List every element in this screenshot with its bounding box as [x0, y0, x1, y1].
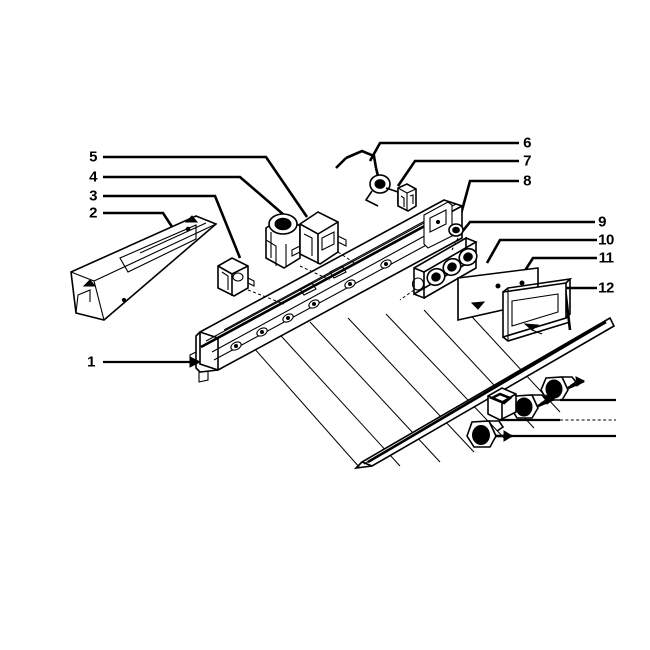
callout-8: 8	[523, 172, 531, 190]
callout-7: 7	[523, 152, 531, 170]
part-trim-bezel-frame	[502, 277, 573, 342]
leader-line-10	[485, 238, 597, 264]
leader-line-3	[103, 194, 242, 259]
leader-line-4	[103, 175, 285, 216]
leader-line-7	[396, 159, 519, 187]
knob-a	[540, 376, 616, 402]
part-lamp-socket	[448, 223, 464, 237]
part-mounting-bracket	[70, 215, 218, 321]
knob-cluster	[466, 376, 616, 448]
panel-shaft-holes	[230, 259, 392, 351]
part-indicator-light-lens	[265, 213, 301, 269]
callout-4: 4	[89, 168, 97, 186]
assembly-guides	[299, 237, 459, 301]
callout-12: 12	[598, 279, 614, 297]
part-control-panel	[189, 199, 463, 383]
leader-line-5	[103, 155, 309, 218]
knob-b	[510, 394, 555, 419]
part-selector-rod-knob	[335, 149, 399, 207]
callout-2: 2	[89, 204, 97, 222]
part-switch-block	[217, 257, 285, 305]
clip-bracket	[487, 387, 616, 422]
callout-10: 10	[598, 231, 614, 249]
part-trim-rod	[353, 316, 616, 470]
callout-5: 5	[89, 148, 97, 166]
callout-3: 3	[89, 187, 97, 205]
leader-line-6	[368, 141, 519, 162]
leader-line-8	[456, 179, 519, 226]
leader-line-9	[460, 220, 595, 233]
callout-1: 1	[87, 353, 95, 371]
knob-c	[466, 420, 616, 448]
part-retainer-clip	[397, 183, 417, 212]
callout-6: 6	[523, 134, 531, 152]
part-clock-timer	[411, 236, 478, 300]
callout-9: 9	[598, 213, 606, 231]
callout-11: 11	[598, 249, 614, 267]
